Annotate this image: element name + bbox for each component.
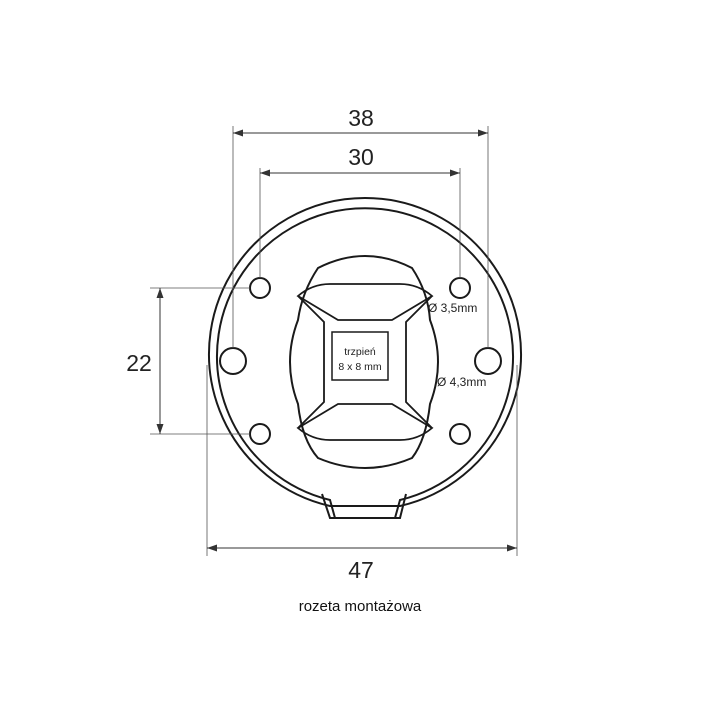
- spindle-size: 8 x 8 mm: [338, 361, 381, 373]
- dim-label-38: 38: [348, 105, 374, 131]
- dim-label-30: 30: [348, 144, 374, 170]
- cross-socket-top: [296, 283, 434, 321]
- spindle-label: trzpień: [344, 346, 376, 358]
- hole-small-bottom-left: [249, 423, 271, 445]
- hole-large-right: [474, 347, 502, 375]
- drawing-caption: rozeta montażowa: [298, 598, 422, 615]
- hole-large-left: [219, 347, 247, 375]
- dim-label-47: 47: [348, 557, 374, 583]
- cross-socket-right: [405, 295, 433, 429]
- hole-small-bottom-right: [449, 423, 471, 445]
- extension-lines: [150, 126, 518, 556]
- rosette-inner-rim: [216, 207, 514, 519]
- cross-socket-left: [297, 295, 325, 429]
- hole-small-top-left: [249, 277, 271, 299]
- annotation-small-hole: Ø 3,5mm: [428, 301, 477, 315]
- dim-label-22: 22: [126, 350, 152, 376]
- bottom-notch: [321, 493, 407, 519]
- spindle-square: [331, 331, 389, 381]
- rosette-outer-outline: [208, 196, 522, 507]
- cross-socket-bottom: [296, 403, 434, 441]
- hole-small-top-right: [449, 277, 471, 299]
- annotation-large-hole: Ø 4,3mm: [437, 375, 486, 389]
- central-hub-outline: [289, 255, 439, 469]
